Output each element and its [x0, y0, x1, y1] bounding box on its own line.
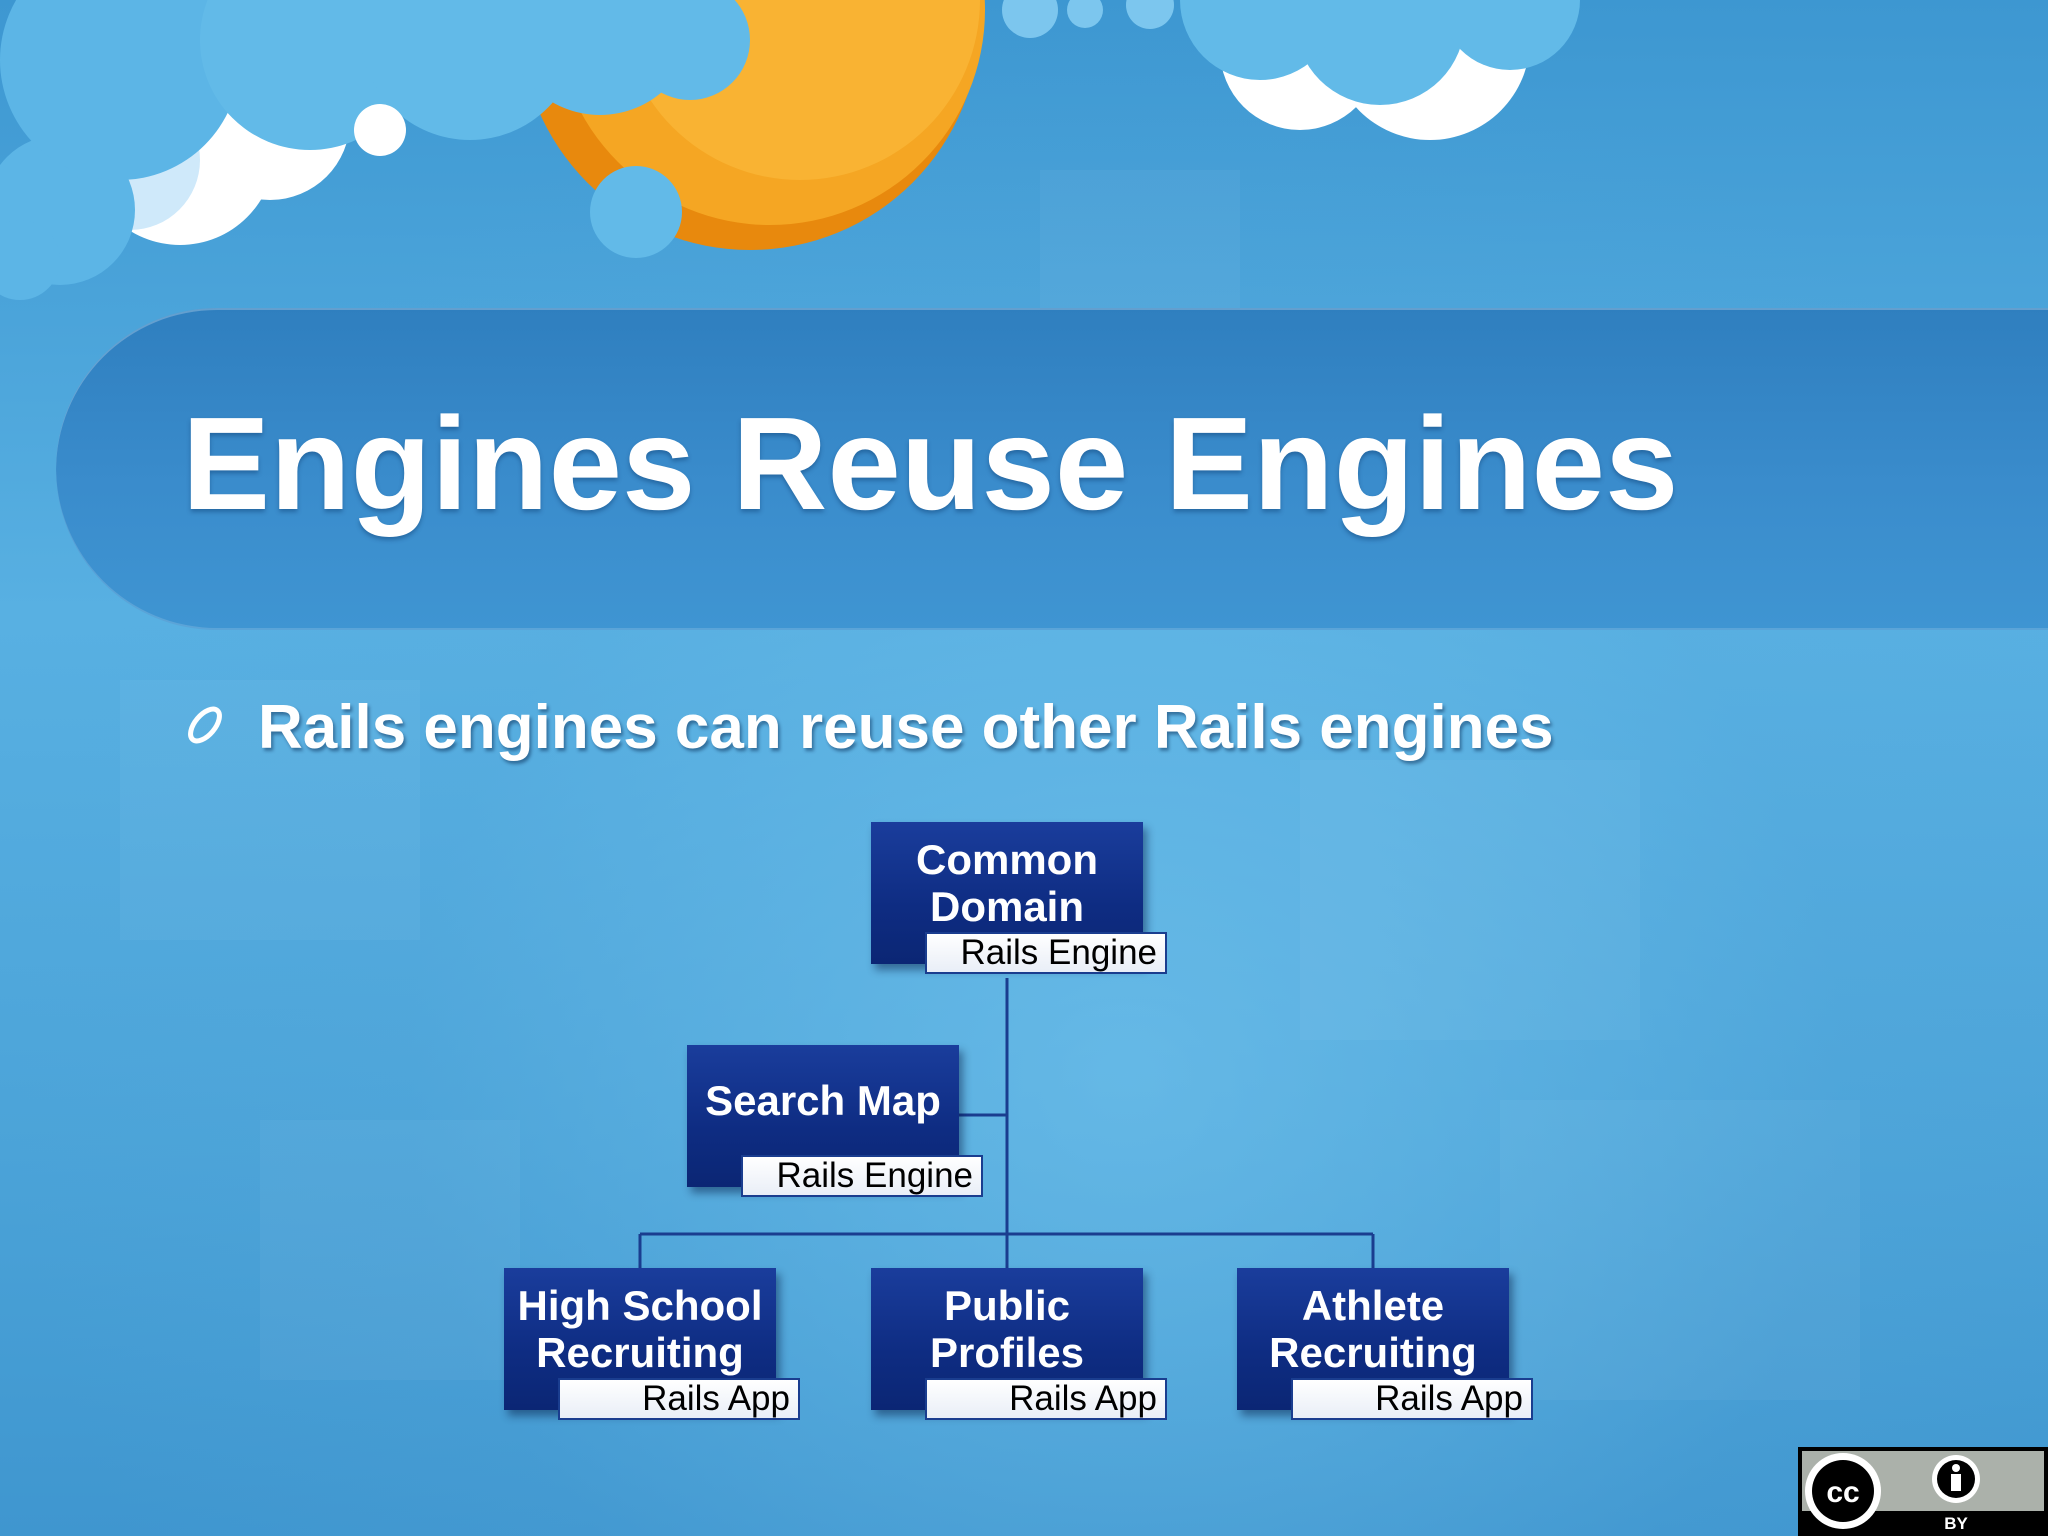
node-title: Common Domain — [871, 836, 1143, 930]
cloud-icon — [1002, 0, 1580, 140]
node-title-line: Athlete — [1301, 1282, 1445, 1329]
node-title-line: Domain — [929, 883, 1084, 930]
node-sublabel: Rails Engine — [925, 932, 1167, 974]
node-high-school-recruiting: High School Recruiting — [504, 1268, 776, 1410]
background-tile — [1300, 760, 1640, 1040]
node-title-line: Common — [916, 836, 1098, 883]
bullet-icon — [188, 706, 222, 744]
node-title: Public Profiles — [871, 1282, 1143, 1376]
bullet-text: Rails engines can reuse other Rails engi… — [258, 693, 1554, 762]
node-title-line: High School — [517, 1282, 763, 1329]
license-by-text: BY — [1944, 1514, 1968, 1533]
node-title: Athlete Recruiting — [1237, 1282, 1509, 1376]
background-tile — [1040, 170, 1240, 310]
node-title-line: Recruiting — [536, 1329, 744, 1376]
license-cc-text: cc — [1826, 1476, 1859, 1509]
background-tile — [1500, 1100, 1860, 1400]
node-title-line: Recruiting — [1269, 1329, 1477, 1376]
background-tile — [120, 680, 420, 940]
node-title-line: Profiles — [929, 1329, 1085, 1376]
node-title: Search Map — [705, 1077, 941, 1124]
node-title: High School Recruiting — [504, 1282, 776, 1376]
slide-title: Engines Reuse Engines — [182, 390, 1679, 537]
sky-decoration — [0, 0, 1580, 300]
node-sublabel: Rails App — [558, 1378, 800, 1420]
node-title-line: Public — [943, 1282, 1071, 1329]
node-sublabel: Rails App — [925, 1378, 1167, 1420]
background-tile — [260, 1120, 520, 1380]
node-sublabel: Rails Engine — [741, 1155, 983, 1197]
cc-by-icon: cc BY — [1798, 1447, 2048, 1536]
cloud-icon — [0, 0, 750, 300]
node-sublabel: Rails App — [1291, 1378, 1533, 1420]
title-band — [56, 308, 2048, 630]
